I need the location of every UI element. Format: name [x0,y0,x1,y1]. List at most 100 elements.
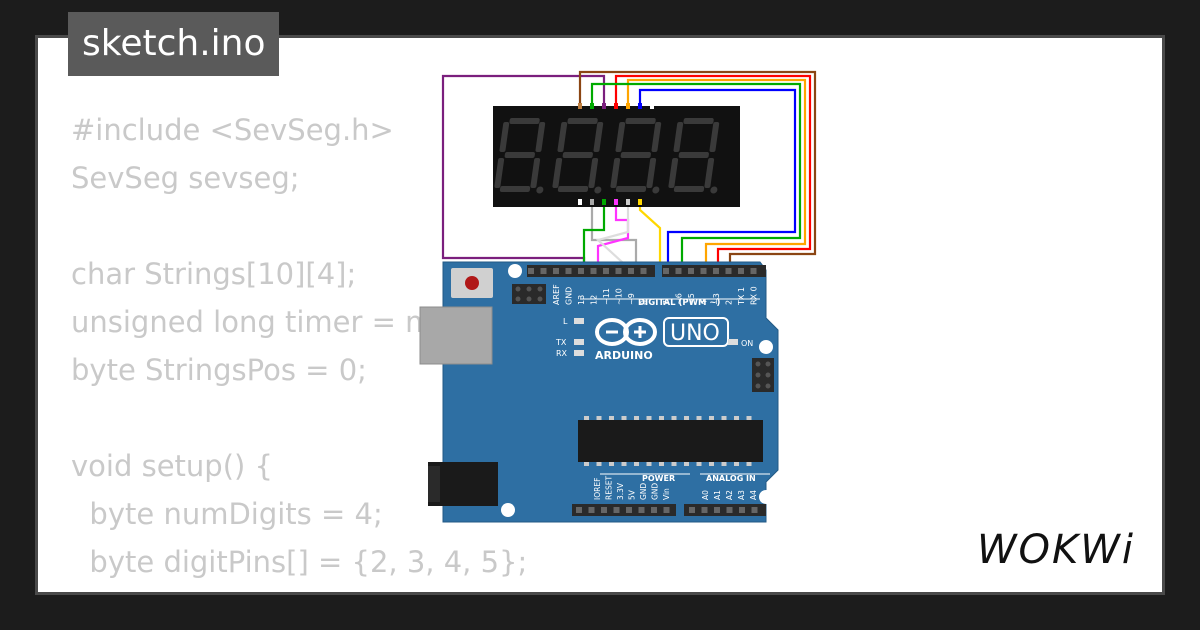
header-pin [688,268,694,274]
header-pin [601,507,607,513]
on-led-label: ON [741,339,753,348]
header-pin [663,507,670,513]
wire-yellow [638,198,662,268]
code-line: byte digitPins[] = {2, 3, 4, 5}; [71,545,528,579]
digital-pin-label: GND [565,287,574,305]
digital-pin-label: 12 [590,295,599,305]
digital-pin-label: 13 [577,295,586,305]
digital-pin-label: AREF [552,284,561,305]
segment [615,186,647,192]
segment [673,122,684,152]
sketch-title: sketch.ino [68,12,280,76]
code-line: void setup() { [71,449,273,483]
wires [441,70,817,268]
header-pin [713,268,719,274]
header-pin [553,268,559,274]
board-model: UNO [670,321,720,346]
power-pin-label: 5V [628,489,637,500]
header-pin [588,507,595,513]
segment [494,158,505,188]
digital-pin-label: 8 [640,300,649,305]
header-pin [651,507,657,513]
power-pin-label: RESET [605,476,614,500]
header-pin [675,268,682,274]
display-digit [668,118,720,194]
display-digit [494,118,546,194]
digital-pin-label: ~11 [602,288,611,305]
wire-blue [638,88,797,268]
header-pin [576,507,582,513]
tx-led-label: TX [555,338,567,347]
analog-pin-label: A5 [761,490,770,500]
display-bottom-pins [578,199,642,205]
segment [499,186,531,192]
segment [552,158,563,188]
header-pin [626,507,632,513]
power-pin-label: GND [651,483,660,500]
header-pin [726,507,733,513]
header-pin [613,507,620,513]
segment [567,118,598,124]
decimal-point [594,186,602,194]
power-label: POWER [642,474,675,483]
board-brand: ARDUINO [595,349,653,362]
header-pin [590,268,597,274]
wire-brown [578,70,817,268]
decimal-point [652,186,660,194]
header-pin [689,507,695,513]
power-pin-label: GND [639,483,648,500]
code-line: byte numDigits = 4; [71,497,383,531]
digital-label: DIGITAL (PWM ~) [638,298,720,308]
digital-pin-label: TX 1 [737,287,746,306]
wokwi-logo: WOKWi [977,527,1135,573]
wire-green-top [590,82,802,268]
header-pin [700,268,707,274]
header-pin [739,507,745,513]
digital-pin-label: 4 [700,300,709,305]
header-pin [565,268,572,274]
header-pin [714,507,720,513]
segment [593,122,604,152]
segment [530,158,541,188]
analog-pin-label: A2 [725,490,734,500]
wire-green-bottom [582,198,606,268]
segment [651,122,662,152]
segment [625,118,656,124]
analog-label: ANALOG IN [706,474,756,483]
wire-red [614,74,812,268]
segment [683,118,714,124]
segment [499,122,510,152]
header-pin [640,268,647,274]
power-pin-label: IOREF [593,478,602,500]
atmega-chip [578,420,763,462]
header-pin [528,268,534,274]
seven-segment-display [493,103,740,207]
header-pin [628,268,634,274]
header-pin [738,268,744,274]
segment [620,152,651,158]
analog-pin-label: A1 [713,490,722,500]
analog-pin-label: A0 [701,490,710,500]
segment [704,158,715,188]
code-listing: #include <SevSeg.h>SevSeg sevseg;char St… [71,106,812,592]
header-pin [615,268,622,274]
code-line: byte StringsPos = 0; [71,353,367,387]
digital-pin-label: 7 [662,300,671,305]
header-pin [638,507,645,513]
digital-pin-label: ~10 [615,288,624,305]
header-pin [663,268,669,274]
segment [504,152,535,158]
analog-pin-label: A4 [749,490,758,500]
header-pin [701,507,708,513]
usb-connector [419,306,493,365]
segment [610,158,621,188]
segment [557,186,589,192]
wire-grey [590,198,638,268]
power-pin-label: Vin [662,488,671,500]
header-pin [751,507,758,513]
l-led-label: L [563,317,568,326]
power-pin-label: 3.3V [616,482,625,500]
segment [673,186,705,192]
analog-pin-label: A3 [737,490,746,500]
header-pin [540,268,547,274]
